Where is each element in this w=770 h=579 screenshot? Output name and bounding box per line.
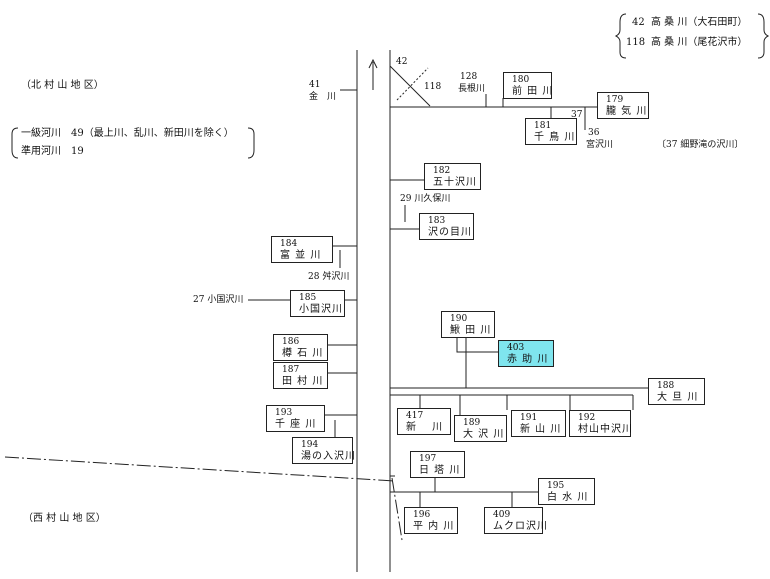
label-kane: 金 川 [309,92,337,102]
label-128-name: 長根川 [458,84,486,94]
label-27: 27 小国沢川 [193,295,244,305]
label-28: 28 舛沢川 [308,272,350,282]
count-quasi: 準用河川 19 [21,146,84,157]
label-118: 118 [424,82,442,92]
label-42: 42 [396,57,408,67]
count-class1: 一級河川 49（最上川、乱川、新田川を除く） [21,128,234,139]
region-west: （西 村 山 地 区） [23,513,106,524]
legend-name-1: 高 桑 川（大石田町） [651,17,748,28]
legend-name-2: 高 桑 川（尾花沢市） [651,37,748,48]
legend-num-1: 42 [632,17,645,28]
legend-num-2: 118 [626,37,646,48]
label-41: 41 [309,80,321,90]
label-29: 29 川久保川 [400,194,451,204]
note-37: 〔37 細野滝の沢川〕 [657,140,744,150]
label-128: 128 [460,72,478,82]
label-36: 36 [588,128,600,138]
label-36-name: 宮沢川 [586,140,614,150]
label-37: 37 [571,110,583,120]
region-north: （北 村 山 地 区） [21,80,104,91]
